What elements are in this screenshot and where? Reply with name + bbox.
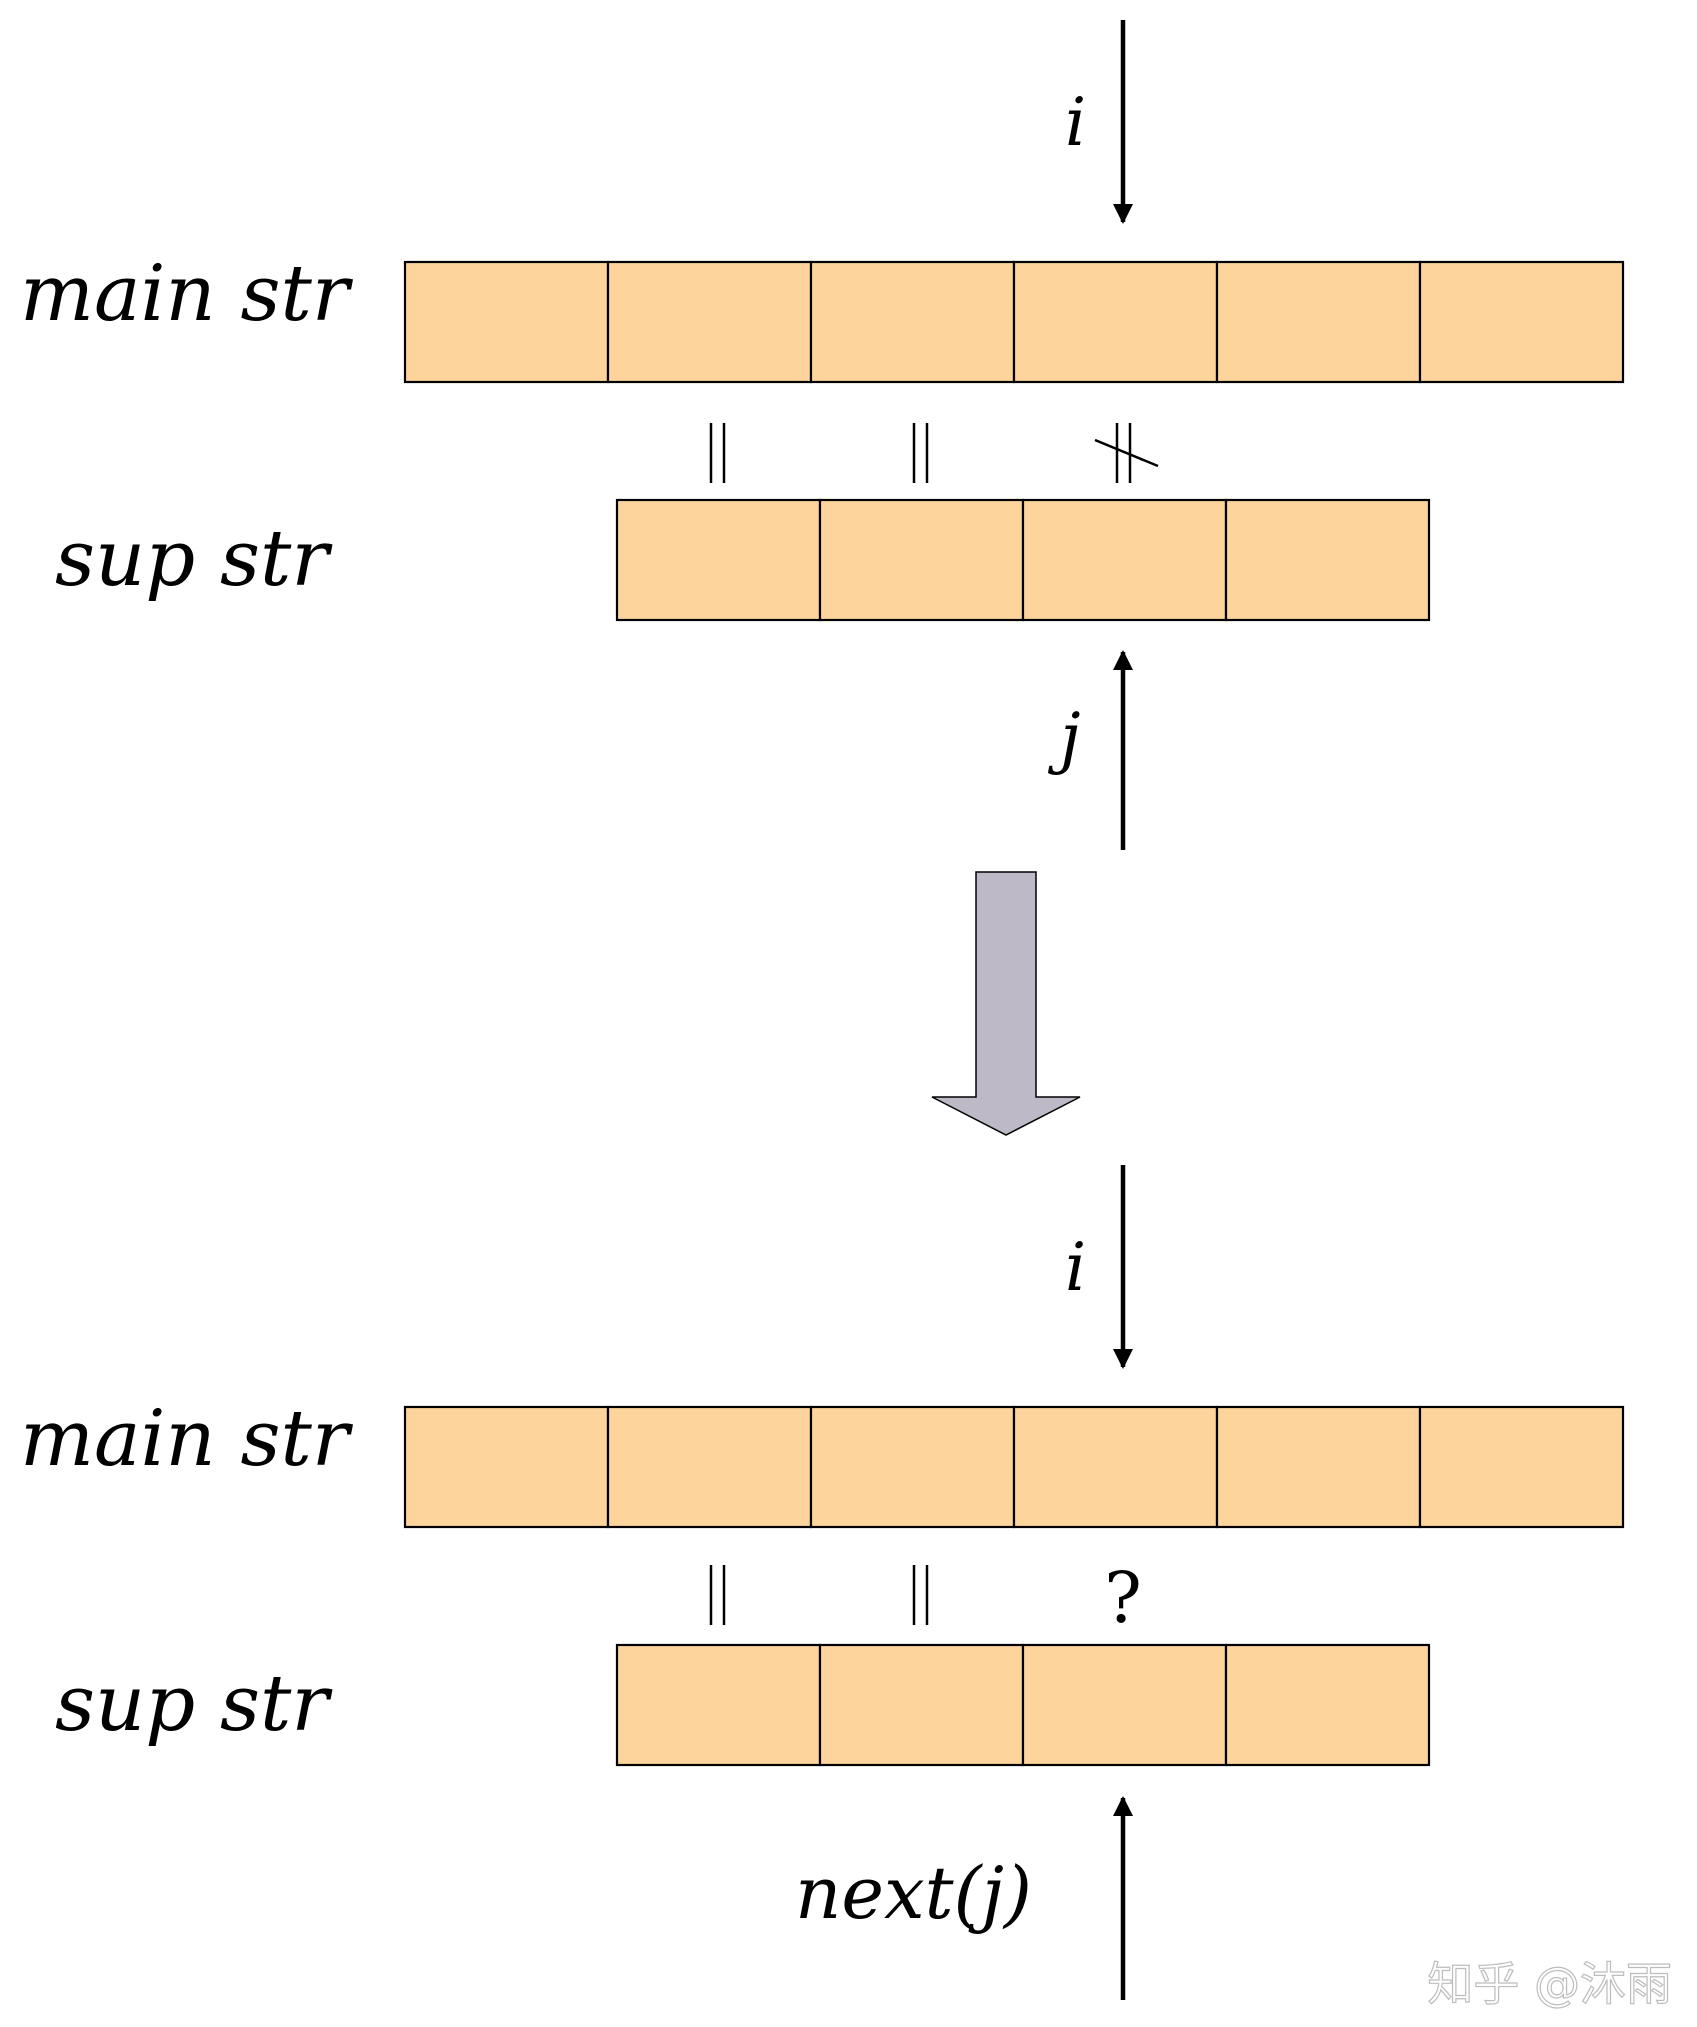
main-cell bbox=[1215, 260, 1422, 384]
sup-cell bbox=[1021, 1643, 1228, 1767]
main-cell bbox=[606, 1405, 813, 1529]
main-cell bbox=[809, 1405, 1016, 1529]
relation-equal bbox=[912, 423, 929, 483]
pointer-next-j-label: next(j) bbox=[795, 1851, 1032, 1935]
sup-str-cells bbox=[615, 1643, 1431, 1767]
sup-cell bbox=[1224, 1643, 1431, 1767]
main-cell bbox=[403, 1405, 610, 1529]
main-cell bbox=[1012, 1405, 1219, 1529]
main-str-cells bbox=[403, 260, 1625, 384]
sup-cell bbox=[818, 498, 1025, 622]
sup-cell bbox=[615, 498, 822, 622]
pointer-j-label: j bbox=[1047, 699, 1080, 776]
main-cell bbox=[606, 260, 813, 384]
pointer-i-label: i bbox=[1065, 84, 1086, 161]
sup-cell bbox=[615, 1643, 822, 1767]
sup-str-label: sup str bbox=[55, 1659, 333, 1749]
sup-str-label: sup str bbox=[55, 514, 333, 604]
relation-not-equal bbox=[1094, 423, 1159, 483]
relation-unknown: ? bbox=[1104, 1557, 1142, 1639]
sup-str-cells bbox=[615, 498, 1431, 622]
panel-after: i main str ? sup str bbox=[20, 1165, 1625, 2000]
main-str-cells bbox=[403, 1405, 1625, 1529]
relation-equal bbox=[912, 1565, 929, 1625]
main-str-label: main str bbox=[20, 249, 354, 339]
main-cell bbox=[1012, 260, 1219, 384]
sup-cell bbox=[1021, 498, 1228, 622]
main-cell bbox=[809, 260, 1016, 384]
main-cell bbox=[1215, 1405, 1422, 1529]
main-cell bbox=[1418, 1405, 1625, 1529]
relation-equal bbox=[709, 423, 726, 483]
main-cell bbox=[403, 260, 610, 384]
transition-arrow bbox=[931, 871, 1081, 1136]
pointer-i-label: i bbox=[1065, 1229, 1086, 1306]
sup-cell bbox=[818, 1643, 1025, 1767]
panel-before: i main str sup str bbox=[20, 20, 1625, 850]
sup-cell bbox=[1224, 498, 1431, 622]
relation-equal bbox=[709, 1565, 726, 1625]
watermark: 知乎 @沐雨 bbox=[1427, 1957, 1672, 2011]
main-cell bbox=[1418, 260, 1625, 384]
main-str-label: main str bbox=[20, 1394, 354, 1484]
